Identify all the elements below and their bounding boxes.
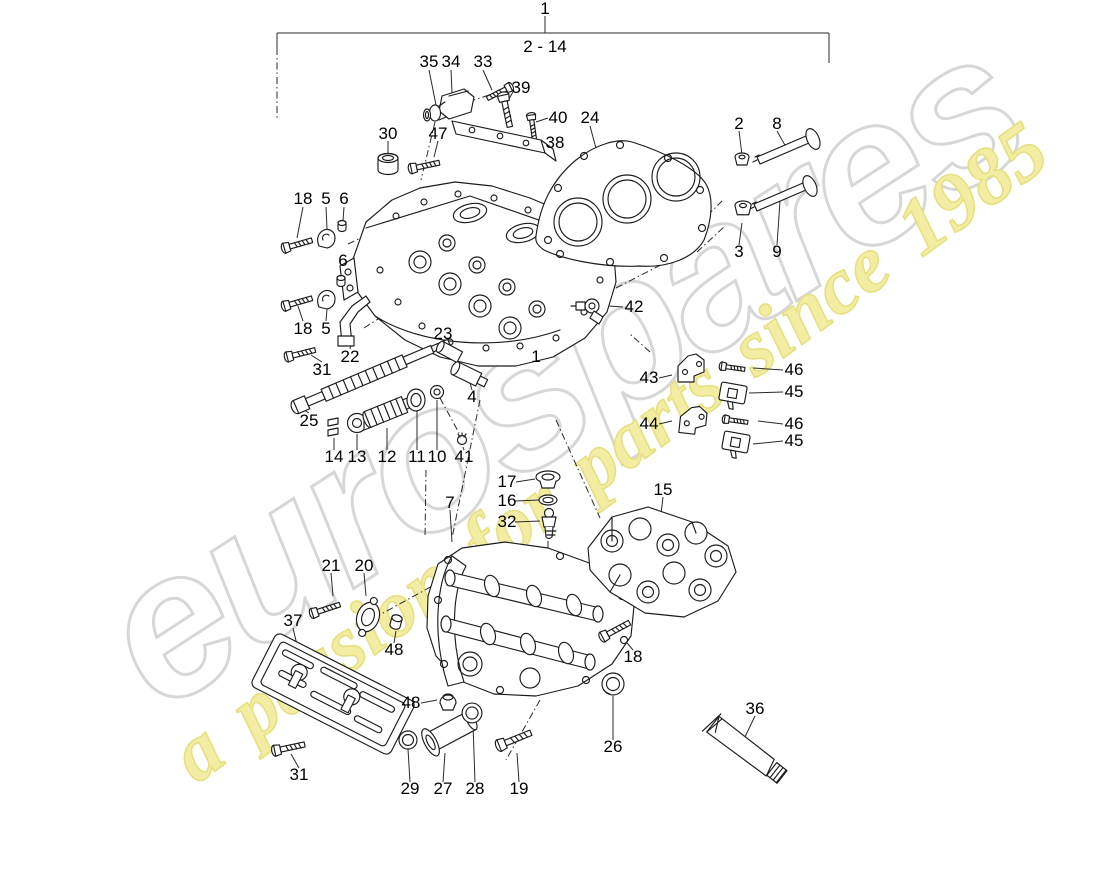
part-label-46: 46 <box>784 414 804 433</box>
adjuster-rod-drawing <box>289 336 451 416</box>
part-label-7: 7 <box>445 493 455 512</box>
part-label-38: 38 <box>545 133 565 152</box>
part-label-18: 18 <box>293 189 313 208</box>
part-label-17: 17 <box>497 472 517 491</box>
part-label-9: 9 <box>772 242 782 261</box>
part-label-27: 27 <box>433 779 453 798</box>
part-label-47: 47 <box>428 124 448 143</box>
part-label-4: 4 <box>467 387 477 406</box>
chain-cover-drawing <box>250 632 416 756</box>
assembly-bracket <box>277 16 829 118</box>
assembly-range-label: 2 - 14 <box>523 37 567 56</box>
part-label-34: 34 <box>441 52 461 71</box>
part-label-37: 37 <box>283 611 303 630</box>
part-label-45: 45 <box>784 431 804 450</box>
part-label-30: 30 <box>378 124 398 143</box>
left-fasteners-drawing <box>279 219 370 364</box>
part-label-5: 5 <box>321 189 331 208</box>
part-label-1: 1 <box>531 347 541 366</box>
part-label-5: 5 <box>321 319 331 338</box>
head-gasket-drawing <box>536 141 711 266</box>
part-label-3: 3 <box>734 242 744 261</box>
part-label-29: 29 <box>400 779 420 798</box>
part-label-6: 6 <box>339 189 349 208</box>
part-label-35: 35 <box>419 52 439 71</box>
top-bolts-and-plate <box>378 90 556 175</box>
part-label-32: 32 <box>497 512 517 531</box>
part-label-48: 48 <box>384 640 404 659</box>
part-label-18: 18 <box>623 647 643 666</box>
tensioner-parts-drawing <box>328 340 489 446</box>
part-label-48: 48 <box>401 693 421 712</box>
part-label-39: 39 <box>511 78 531 97</box>
sensor-42-drawing <box>571 299 603 324</box>
oil-cap-parts-drawing <box>536 471 560 539</box>
part-label-26: 26 <box>603 737 623 756</box>
sealant-tube-drawing <box>702 711 789 787</box>
camshaft-housing-drawing <box>427 542 634 696</box>
part-label-42: 42 <box>624 297 644 316</box>
parts-diagram-svg <box>0 0 1100 800</box>
part-label-6: 6 <box>338 251 348 270</box>
part-label-23: 23 <box>433 324 453 343</box>
part-label-44: 44 <box>639 414 659 433</box>
part-label-28: 28 <box>465 779 485 798</box>
camshaft-sensor-drawing <box>424 81 516 121</box>
part-label-22: 22 <box>340 347 360 366</box>
part-label-16: 16 <box>497 491 517 510</box>
part-label-33: 33 <box>473 52 493 71</box>
part-label-25: 25 <box>299 411 319 430</box>
part-label-46: 46 <box>784 360 804 379</box>
parts-diagram-page: eurospares a passion for parts since 198… <box>0 0 1100 800</box>
part-label-36: 36 <box>745 699 765 718</box>
part-label-12: 12 <box>377 447 397 466</box>
part-label-40: 40 <box>548 108 568 127</box>
lower-parts-drawing <box>270 613 633 758</box>
part-label-45: 45 <box>784 382 804 401</box>
part-label-31: 31 <box>312 360 332 379</box>
part-label-18: 18 <box>293 319 313 338</box>
part-label-15: 15 <box>653 480 673 499</box>
part-label-31: 31 <box>289 765 309 784</box>
part-label-41: 41 <box>454 447 474 466</box>
valves-drawing <box>735 127 823 215</box>
lifter-carrier-drawing <box>588 507 736 617</box>
part-label-20: 20 <box>354 556 374 575</box>
part-label-10: 10 <box>427 447 447 466</box>
part-label-24: 24 <box>580 108 600 127</box>
part-label-13: 13 <box>347 447 367 466</box>
part-label-8: 8 <box>772 114 782 133</box>
bolt21-gasket20-drawing <box>307 594 385 640</box>
part-label-11: 11 <box>408 447 426 466</box>
part-label-14: 14 <box>324 447 344 466</box>
assembly-group-number: 1 <box>540 0 550 18</box>
part-label-19: 19 <box>509 779 529 798</box>
part-label-43: 43 <box>639 368 659 387</box>
part-label-21: 21 <box>321 556 341 575</box>
part-label-2: 2 <box>734 114 744 133</box>
